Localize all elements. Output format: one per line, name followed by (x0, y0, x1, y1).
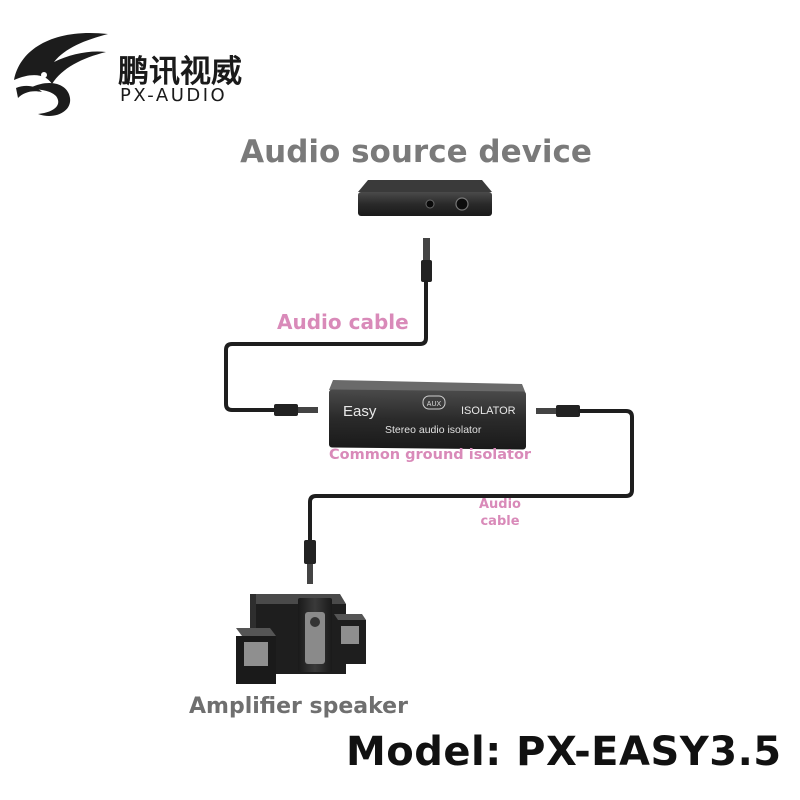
3.5mm-plug-icon (304, 540, 316, 584)
speaker-system-icon (236, 594, 366, 684)
3.5mm-plug-icon (274, 404, 318, 416)
brand-name-cn: 鹏讯视威 (118, 54, 242, 90)
brand-name-en: PX-AUDIO (120, 85, 228, 106)
isolator-subtitle-text: Stereo audio isolator (385, 424, 482, 436)
isolator-caption: Common ground isolator (329, 447, 532, 463)
isolator-title-text: ISOLATOR (461, 405, 516, 417)
audio-cable-label-top: Audio cable (277, 310, 409, 334)
eagle-wing-icon (14, 32, 108, 117)
3.5mm-plug-icon (536, 405, 580, 417)
audio-source-device-icon (358, 180, 492, 216)
speaker-label: Amplifier speaker (189, 694, 408, 719)
audio-cable-label-bottom: Audio cable (470, 496, 530, 530)
audio-cable-label-bottom-line2: cable (480, 514, 520, 529)
isolator-brand-text: Easy (343, 403, 377, 420)
3.5mm-plug-icon (421, 238, 432, 282)
audio-cable-label-bottom-line1: Audio (478, 497, 521, 512)
isolator-badge-text: AUX (427, 401, 442, 408)
audio-cable-bottom (308, 409, 634, 542)
audio-cable-top (224, 280, 428, 412)
source-device-label: Audio source device (240, 134, 592, 170)
model-label: Model: PX-EASY3.5 (346, 729, 782, 775)
brand-logo: 鹏讯视威 PX-AUDIO (10, 28, 250, 120)
isolator-box-icon: Easy AUX ISOLATOR Stereo audio isolator (329, 380, 526, 450)
